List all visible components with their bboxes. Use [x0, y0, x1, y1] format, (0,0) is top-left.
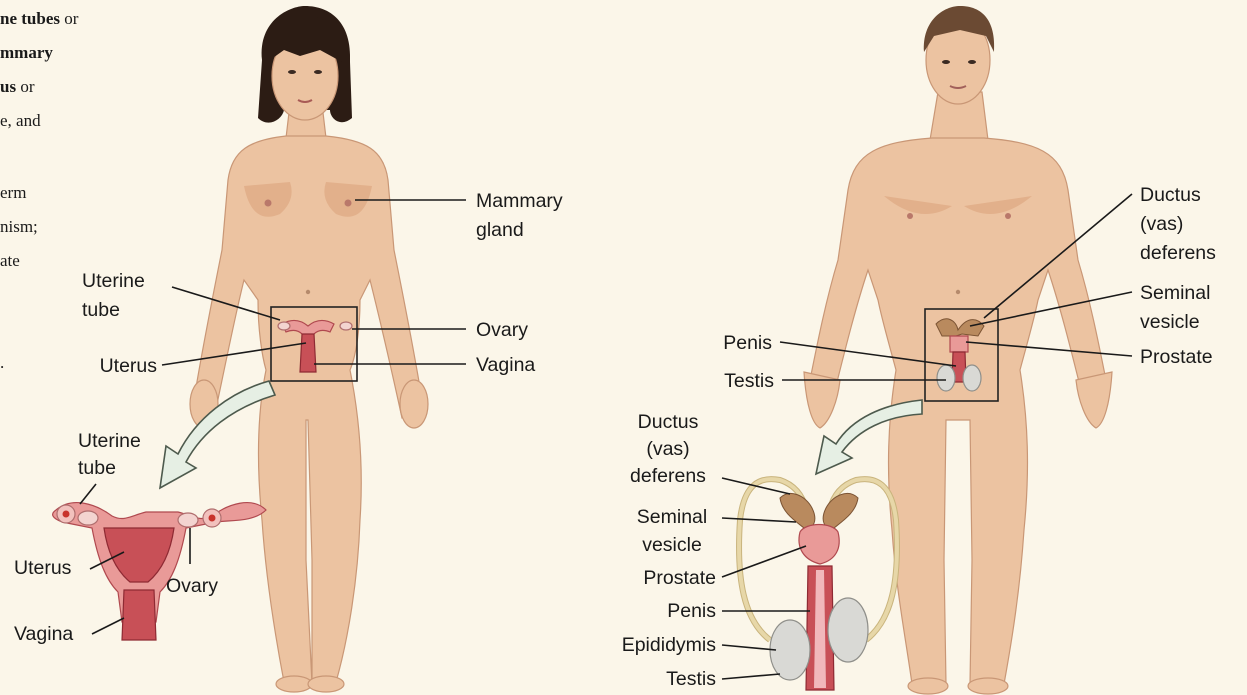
side-text-line-4: e, and [0, 111, 41, 130]
side-text-line-8: . [0, 353, 4, 372]
side-text-line-6: nism; [0, 217, 38, 236]
detail-label-epididymis: Epididymis [622, 634, 717, 656]
side-text-fragment: ne tubes or mmary us or e, and erm nism;… [0, 9, 79, 372]
detail-label-ductus-deferens-line-1: Ductus [638, 411, 699, 433]
label-ductus-deferens-line-3: deferens [1140, 242, 1216, 264]
label-vagina: Vagina [476, 354, 535, 376]
label-seminal-vesicle-line-1: Seminal [1140, 282, 1210, 304]
label-ductus-deferens-line-2: (vas) [1140, 213, 1183, 235]
detail-label-prostate: Prostate [643, 567, 716, 589]
label-uterine-tube-line-2: tube [82, 299, 120, 321]
label-prostate: Prostate [1140, 346, 1213, 368]
label-uterus: Uterus [100, 355, 158, 377]
side-text-line-2: mmary [0, 43, 53, 62]
side-text-line-7: ate [0, 251, 20, 270]
label-uterine-tube-line-1: Uterine [82, 270, 145, 292]
side-text-line-1: ne tubes or [0, 9, 79, 28]
detail-label-vagina: Vagina [14, 623, 73, 645]
label-ductus-deferens-line-1: Ductus [1140, 184, 1201, 206]
label-mammary-gland-line-2: gland [476, 219, 524, 241]
female-organ-detail [53, 503, 266, 640]
label-seminal-vesicle-line-2: vesicle [1140, 311, 1200, 333]
detail-label-uterus: Uterus [14, 557, 72, 579]
detail-label-ovary: Ovary [166, 575, 218, 597]
detail-label-penis: Penis [667, 600, 716, 622]
side-text-line-3: us or [0, 77, 35, 96]
label-mammary-gland-line-1: Mammary [476, 190, 563, 212]
detail-label-seminal-vesicle-line-1: Seminal [637, 506, 707, 528]
detail-label-seminal-vesicle-line-2: vesicle [642, 534, 702, 556]
label-testis: Testis [724, 370, 774, 392]
detail-label-testis: Testis [666, 668, 716, 690]
male-organ-detail [739, 479, 897, 690]
detail-label-ductus-deferens-line-3: deferens [630, 465, 706, 487]
detail-label-ductus-deferens-line-2: (vas) [646, 438, 689, 460]
female-figure [190, 6, 428, 692]
detail-label-uterine-tube-line-2: tube [78, 457, 116, 479]
label-ovary: Ovary [476, 319, 528, 341]
label-penis: Penis [723, 332, 772, 354]
detail-label-uterine-tube-line-1: Uterine [78, 430, 141, 452]
side-text-line-5: erm [0, 183, 26, 202]
